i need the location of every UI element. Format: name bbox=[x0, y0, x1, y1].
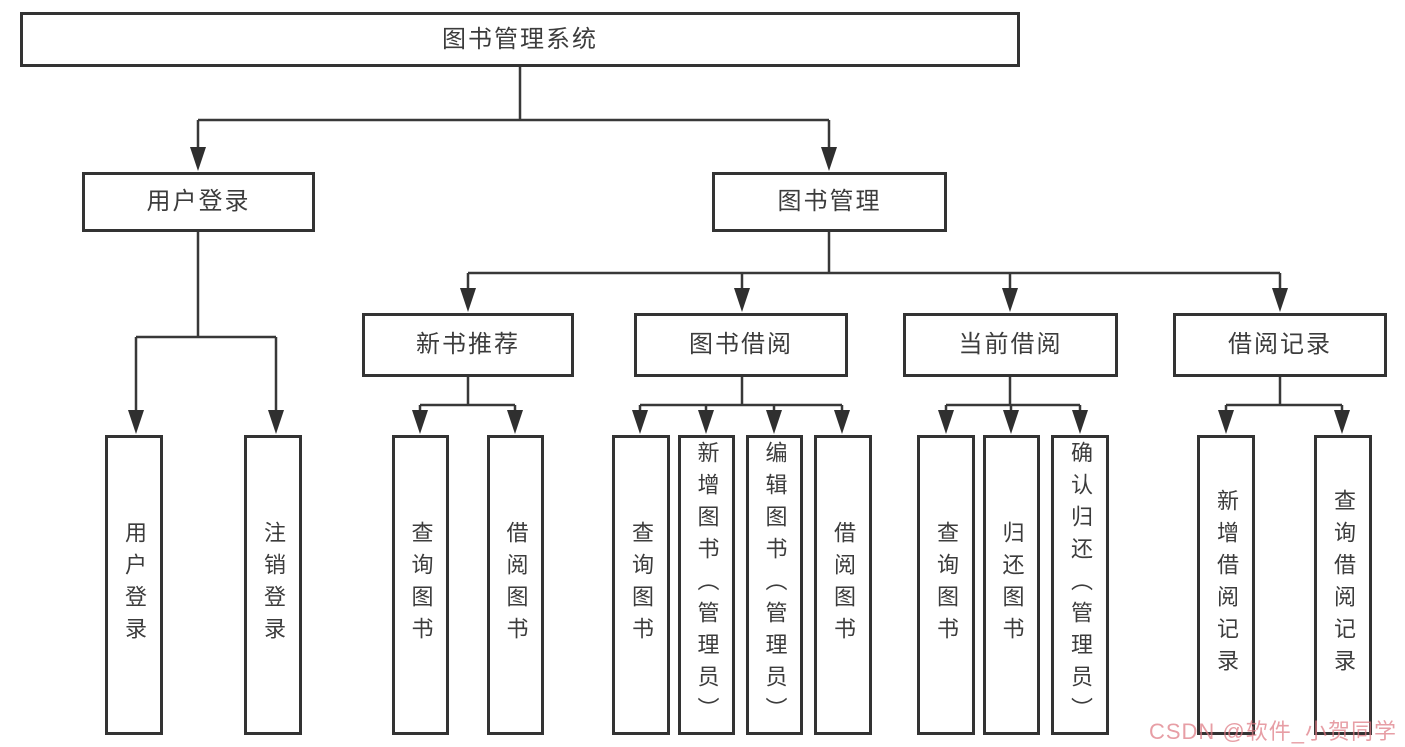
node-new-book-rec-label: 新书推荐 bbox=[416, 331, 520, 358]
leaf-records-add-record-label: 新增借阅记录 bbox=[1214, 489, 1239, 681]
leaf-current-confirm-return-admin-label: 确认归还（管理员） bbox=[1068, 441, 1093, 729]
leaf-rec-borrow-books: 借阅图书 bbox=[487, 435, 544, 735]
node-borrow-records: 借阅记录 bbox=[1173, 313, 1387, 377]
leaf-borrow-add-books-admin: 新增图书（管理员） bbox=[678, 435, 735, 735]
arrowheads bbox=[128, 147, 1350, 434]
node-borrow-records-label: 借阅记录 bbox=[1228, 331, 1332, 358]
leaf-borrow-query-books: 查询图书 bbox=[612, 435, 670, 735]
leaf-records-add-record: 新增借阅记录 bbox=[1197, 435, 1255, 735]
leaf-user-login: 用户登录 bbox=[105, 435, 163, 735]
leaf-rec-borrow-books-label: 借阅图书 bbox=[503, 521, 529, 649]
connector-current-borrow-branch bbox=[944, 377, 1082, 413]
leaf-borrow-query-books-label: 查询图书 bbox=[629, 521, 654, 649]
leaf-rec-query-books-label: 查询图书 bbox=[408, 521, 434, 649]
leaf-logout: 注销登录 bbox=[244, 435, 302, 735]
node-current-borrow-label: 当前借阅 bbox=[958, 331, 1063, 358]
node-book-borrow: 图书借阅 bbox=[634, 313, 848, 377]
leaf-borrow-edit-books-admin-label: 编辑图书（管理员） bbox=[762, 441, 788, 729]
leaf-records-query-record-label: 查询借阅记录 bbox=[1331, 489, 1356, 681]
connector-book-borrow-branch bbox=[638, 377, 844, 413]
node-root-label: 图书管理系统 bbox=[442, 25, 598, 53]
node-user-login: 用户登录 bbox=[82, 172, 315, 232]
leaf-current-return-books: 归还图书 bbox=[983, 435, 1040, 735]
leaf-borrow-borrow-books-label: 借阅图书 bbox=[831, 521, 856, 649]
leaf-current-query-books: 查询图书 bbox=[917, 435, 975, 735]
connector-borrow-records-branch bbox=[1224, 377, 1344, 413]
leaf-borrow-add-books-admin-label: 新增图书（管理员） bbox=[694, 441, 720, 729]
leaf-records-query-record: 查询借阅记录 bbox=[1314, 435, 1372, 735]
connector-new-book-rec-branch bbox=[418, 377, 517, 413]
leaf-current-query-books-label: 查询图书 bbox=[934, 521, 959, 649]
leaf-borrow-edit-books-admin: 编辑图书（管理员） bbox=[746, 435, 803, 735]
node-new-book-rec: 新书推荐 bbox=[362, 313, 574, 377]
node-user-login-label: 用户登录 bbox=[146, 188, 251, 215]
node-book-mgmt-label: 图书管理 bbox=[777, 188, 882, 215]
leaf-rec-query-books: 查询图书 bbox=[392, 435, 449, 735]
leaf-borrow-borrow-books: 借阅图书 bbox=[814, 435, 872, 735]
connector-root-to-level2 bbox=[196, 67, 831, 150]
leaf-logout-label: 注销登录 bbox=[261, 521, 286, 649]
node-current-borrow: 当前借阅 bbox=[903, 313, 1118, 377]
node-root: 图书管理系统 bbox=[20, 12, 1020, 67]
connector-user-login-branch bbox=[134, 232, 278, 413]
leaf-current-return-books-label: 归还图书 bbox=[999, 521, 1025, 649]
leaf-user-login-label: 用户登录 bbox=[122, 521, 147, 649]
leaf-current-confirm-return-admin: 确认归还（管理员） bbox=[1051, 435, 1109, 735]
watermark: CSDN @软件_小贺同学 bbox=[1148, 719, 1397, 744]
connector-book-mgmt-branch bbox=[466, 232, 1282, 291]
node-book-mgmt: 图书管理 bbox=[712, 172, 947, 232]
node-book-borrow-label: 图书借阅 bbox=[689, 331, 793, 358]
